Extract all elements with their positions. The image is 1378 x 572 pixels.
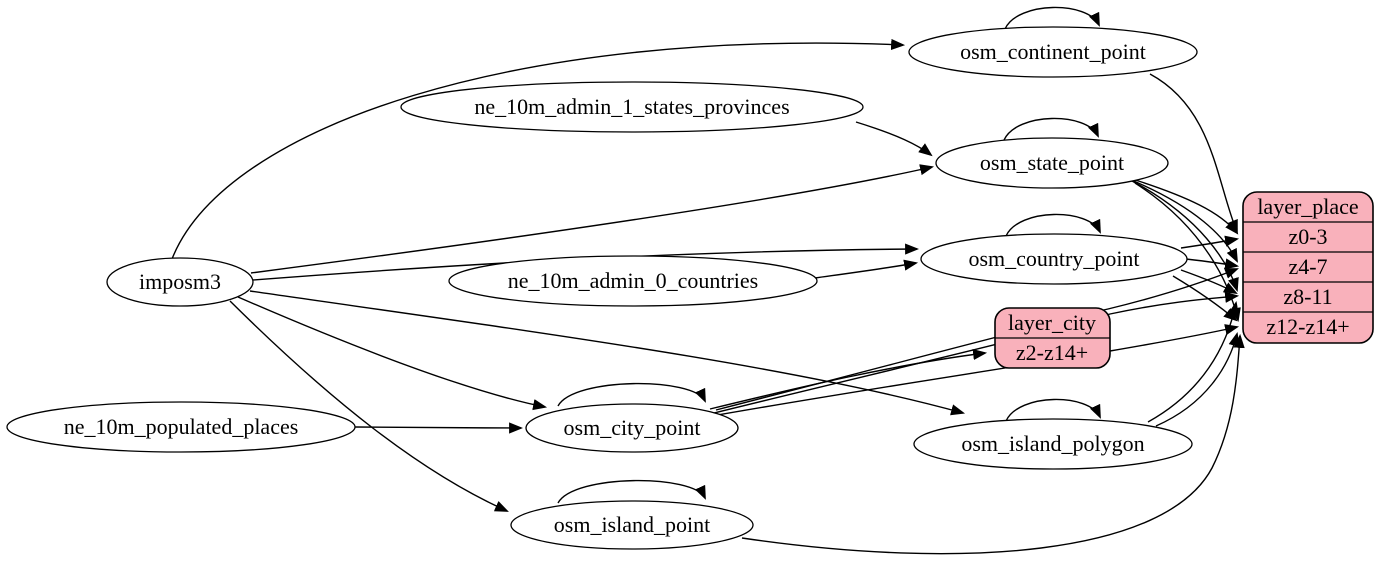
- self-loop-osm-island-polygon: [1005, 398, 1101, 422]
- osm-island-polygon-ellipse: [913, 418, 1193, 470]
- layer-place-title: layer_place: [1257, 194, 1358, 219]
- node-ne-10m-admin-0-countries: ne_10m_admin_0_countries: [448, 255, 818, 307]
- layer-place-row-z4-7: z4-7: [1288, 254, 1327, 279]
- edge-osm-state-point-to-layer-place-z4-7: [1128, 178, 1238, 263]
- edge-osm-island-polygon-to-layer-place-z8-11: [1147, 300, 1240, 423]
- layer-city-title: layer_city: [1008, 310, 1096, 335]
- osm-island-point-ellipse: [510, 500, 754, 550]
- edge-osm-continent-point-to-layer-place-z0-3: [1149, 73, 1238, 234]
- ne-10m-populated-places-label: ne_10m_populated_places: [64, 414, 299, 439]
- self-loop-osm-country-point: [1005, 213, 1101, 237]
- edge-imposm3-to-osm-island-point: [229, 300, 509, 512]
- node-osm-island-point: osm_island_point: [510, 500, 754, 550]
- osm-state-point-ellipse: [935, 137, 1169, 189]
- edge-imposm3-to-osm-continent-point: [171, 38, 906, 260]
- edge-imposm3-to-osm-city-point: [237, 296, 548, 411]
- self-loop-osm-island-point: [557, 479, 706, 504]
- edge-layer: [171, 6, 1245, 555]
- edge-imposm3-to-osm-state-point: [250, 164, 935, 274]
- layer-place-row-z8-11: z8-11: [1283, 284, 1332, 309]
- osm-continent-point-label: osm_continent_point: [960, 39, 1146, 64]
- node-osm-continent-point: osm_continent_point: [908, 26, 1198, 78]
- imposm3-label: imposm3: [139, 269, 221, 294]
- ne-10m-admin-0-countries-ellipse: [448, 255, 818, 307]
- imposm3-ellipse: [106, 257, 254, 307]
- edge-osm-country-point-to-layer-place-z8-11: [1180, 269, 1238, 295]
- self-loop-osm-state-point: [1003, 117, 1099, 141]
- node-layer: imposm3 ne_10m_populated_places ne_10m_a…: [6, 26, 1198, 550]
- edge-imposm3-to-osm-island-polygon: [249, 290, 966, 416]
- record-layer-city: layer_city z2-z14+: [994, 307, 1111, 369]
- node-osm-state-point: osm_state_point: [935, 137, 1169, 189]
- edge-osm-country-point-to-layer-place-z12-z14: [1172, 275, 1238, 322]
- layer-place-box: [1242, 191, 1374, 344]
- layer-place-row-z12-z14: z12-z14+: [1266, 314, 1349, 339]
- edge-osm-city-point-to-layer-city-z2-z14: [709, 348, 988, 410]
- edge-osm-state-point-to-layer-place-z8-11: [1131, 180, 1239, 292]
- edge-osm-island-point-to-layer-place-z12-z14: [741, 333, 1245, 555]
- self-loop-osm-city-point: [557, 382, 706, 407]
- node-osm-city-point: osm_city_point: [525, 403, 739, 453]
- edge-ne-10m-admin-0-countries-to-osm-country-point: [814, 259, 919, 279]
- record-layer-place: layer_place z0-3 z4-7 z8-11 z12-z14+: [1242, 191, 1374, 344]
- osm-country-point-ellipse: [920, 233, 1188, 285]
- osm-island-polygon-label: osm_island_polygon: [961, 431, 1144, 456]
- osm-country-point-label: osm_country_point: [968, 246, 1139, 271]
- osm-city-point-label: osm_city_point: [564, 415, 701, 440]
- ne-10m-populated-places-ellipse: [6, 401, 356, 453]
- ne-10m-admin-1-states-provinces-ellipse: [400, 81, 864, 133]
- edge-osm-state-point-to-layer-place-z0-3: [1125, 176, 1239, 235]
- osm-continent-point-ellipse: [908, 26, 1198, 78]
- node-ne-10m-admin-1-states-provinces: ne_10m_admin_1_states_provinces: [400, 81, 864, 133]
- edge-osm-country-point-to-layer-place-z0-3: [1180, 235, 1240, 249]
- layer-city-row-z2-z14: z2-z14+: [1016, 340, 1088, 365]
- osm-state-point-label: osm_state_point: [980, 150, 1124, 175]
- osm-island-point-label: osm_island_point: [554, 512, 710, 537]
- edge-osm-city-point-to-layer-place-z12-z14: [711, 324, 1240, 417]
- self-loop-osm-continent-point: [1004, 6, 1100, 30]
- osm-city-point-ellipse: [525, 403, 739, 453]
- node-osm-country-point: osm_country_point: [920, 233, 1188, 285]
- node-ne-10m-populated-places: ne_10m_populated_places: [6, 401, 356, 453]
- node-imposm3: imposm3: [106, 257, 254, 307]
- node-osm-island-polygon: osm_island_polygon: [913, 418, 1193, 470]
- ne-10m-admin-0-countries-label: ne_10m_admin_0_countries: [508, 268, 759, 293]
- edge-osm-country-point-to-layer-place-z4-7: [1185, 258, 1240, 270]
- edge-ne-10m-admin-1-states-provinces-to-osm-state-point: [855, 121, 933, 157]
- edge-osm-island-polygon-to-layer-place-z12-z14: [1155, 331, 1240, 427]
- edge-ne-10m-populated-places-to-osm-city-point: [354, 422, 524, 434]
- layer-place-row-z0-3: z0-3: [1288, 224, 1327, 249]
- ne-10m-admin-1-states-provinces-label: ne_10m_admin_1_states_provinces: [474, 94, 789, 119]
